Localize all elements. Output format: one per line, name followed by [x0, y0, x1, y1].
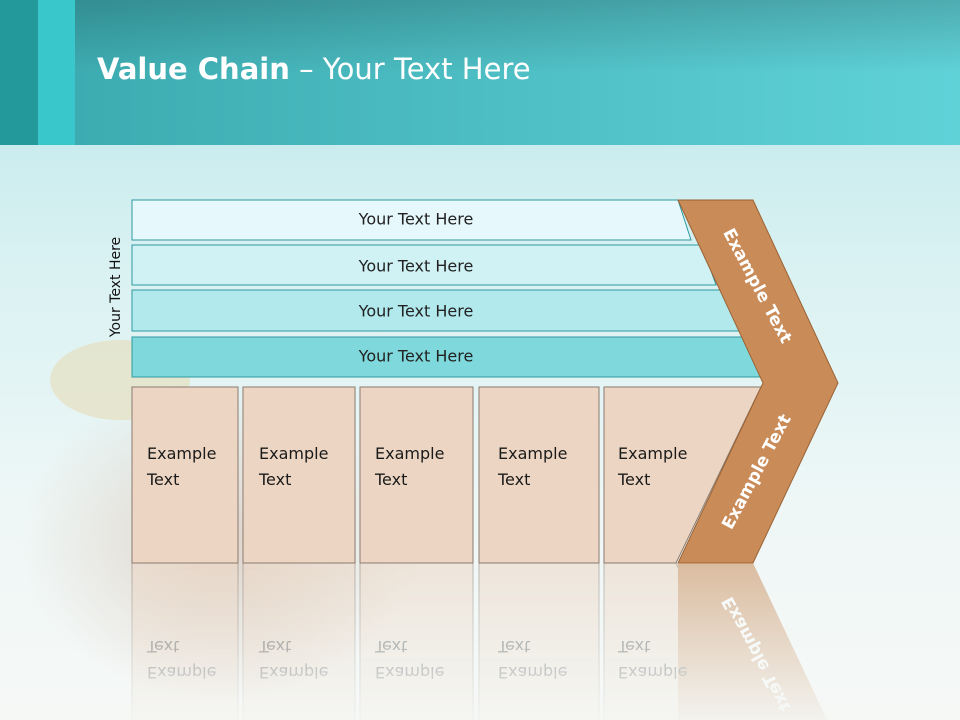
accent-bar-dark	[0, 0, 38, 145]
reflection-activity-2-line2: Text	[258, 637, 291, 656]
slide-title: Value Chain – Your Text Here	[97, 52, 531, 86]
reflection-activity-1-line1: Example	[147, 663, 216, 682]
primary-activity-1-label-line1: Example	[147, 444, 216, 463]
title-rest: – Your Text Here	[289, 52, 531, 86]
primary-activity-5-label-line1: Example	[618, 444, 687, 463]
accent-bar-light	[38, 0, 75, 145]
support-bar-2	[131, 244, 717, 286]
support-bar-3-label: Your Text Here	[358, 302, 474, 321]
primary-activity-4: Example Text	[478, 386, 600, 564]
primary-activity-3: Example Text	[359, 386, 474, 564]
primary-activity-4-label-line1: Example	[498, 444, 567, 463]
reflection-activity-4-line2: Text	[497, 637, 530, 656]
primary-activity-3-label-line1: Example	[375, 444, 444, 463]
primary-activity-1: Example Text	[131, 386, 239, 564]
reflection-activity-5-line2: Text	[617, 637, 650, 656]
diagram-reflection: Example Text Example Text Example Text E…	[131, 562, 828, 720]
reflection-activity-3-line1: Example	[375, 663, 444, 682]
primary-activity-2-label-line2: Text	[258, 470, 291, 489]
support-bar-2-label: Your Text Here	[358, 257, 474, 276]
primary-activity-1-label-line2: Text	[146, 470, 179, 489]
support-bar-1-label: Your Text Here	[358, 210, 474, 229]
support-bar-4-label: Your Text Here	[358, 347, 474, 366]
reflection-activity-4-line1: Example	[498, 663, 567, 682]
primary-activity-5-label-line2: Text	[617, 470, 650, 489]
reflection-activity-5-line1: Example	[618, 663, 687, 682]
reflection-activity-1-line2: Text	[146, 637, 179, 656]
reflection-activity-2-line1: Example	[259, 663, 328, 682]
primary-activity-3-label-line2: Text	[374, 470, 407, 489]
reflection-activity-3-line2: Text	[374, 637, 407, 656]
support-bar-1	[131, 199, 692, 241]
primary-activity-2: Example Text	[242, 386, 356, 564]
header-band	[0, 0, 960, 145]
primary-activity-2-label-line1: Example	[259, 444, 328, 463]
title-bold: Value Chain	[97, 52, 290, 86]
primary-activity-4-label-line2: Text	[497, 470, 530, 489]
primary-activity-5: Example Text	[603, 386, 762, 564]
